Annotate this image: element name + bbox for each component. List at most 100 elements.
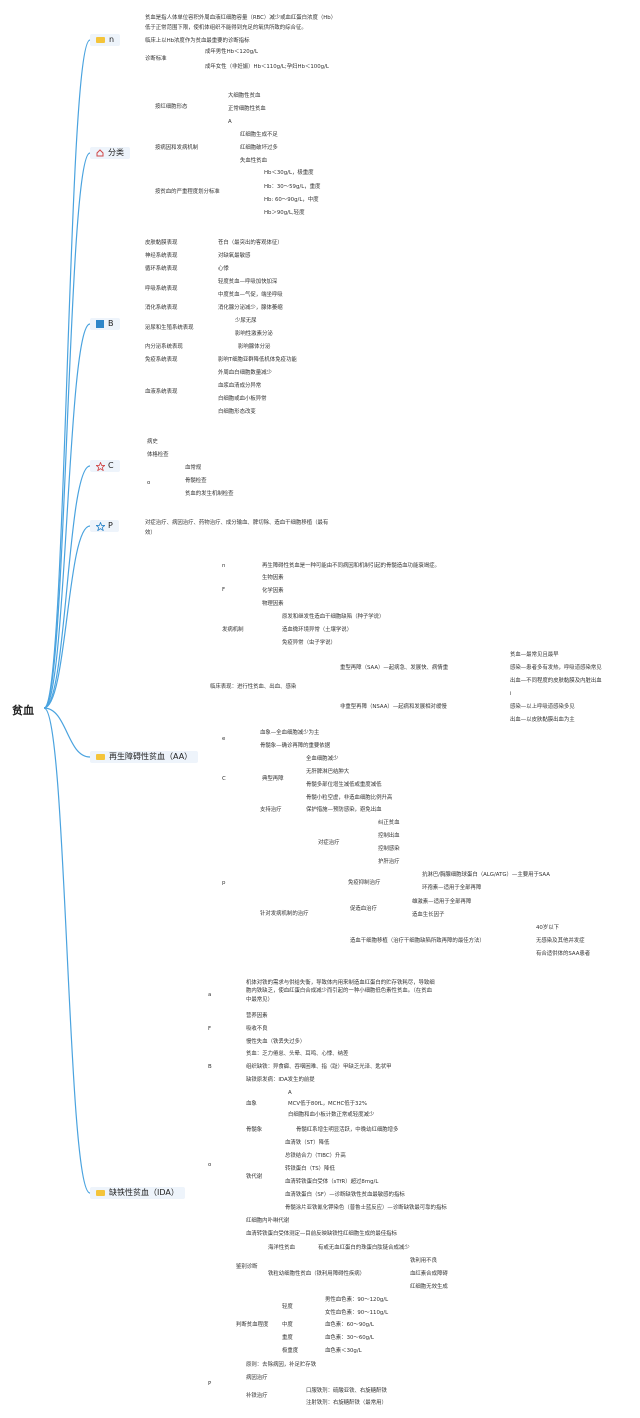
- aa-node[interactable]: 造血生长因子: [412, 912, 445, 918]
- diag-node[interactable]: 骨髓检查: [185, 478, 207, 484]
- aa-node[interactable]: 临床表现：进行性贫血、出血、感染: [210, 684, 297, 690]
- sym-node[interactable]: 消化系统表现: [145, 305, 178, 311]
- ida-node[interactable]: 血清转铁蛋白受体（sTfR）超过8mg/L: [285, 1179, 379, 1185]
- aa-node[interactable]: 无感染及其他并发症: [536, 938, 585, 944]
- diag-node[interactable]: 病史: [147, 439, 158, 445]
- aa-node[interactable]: 保护措施—预防感染，避免出血: [306, 807, 382, 813]
- sym-node[interactable]: 影响腺体分泌: [238, 344, 271, 350]
- aa-node[interactable]: 护肝治疗: [378, 859, 400, 865]
- def-node[interactable]: 贫血是指人体单位容积外周血液红细胞容量（RBC）减少或血红蛋白浓度（Hb）: [145, 15, 337, 21]
- aa-node[interactable]: 贫血—最常见且最早: [510, 652, 559, 658]
- root-node[interactable]: 贫血: [12, 704, 34, 717]
- ida-node[interactable]: 骨髓红系增生明显活跃，中晚幼红细胞增多: [296, 1127, 399, 1133]
- aa-node[interactable]: 针对发病机制的治疗: [260, 911, 309, 917]
- cls-node[interactable]: 正常细胞性贫血: [228, 106, 266, 112]
- aa-node[interactable]: e: [222, 736, 226, 742]
- aa-node[interactable]: 物理因素: [262, 601, 284, 607]
- aa-node[interactable]: 感染—患者多有发热，呼吸道感染常见: [510, 665, 602, 671]
- aa-node[interactable]: 抗淋巴/胸腺细胞球蛋白（ALG/ATG）—主要用于SAA: [422, 872, 550, 878]
- cls-node[interactable]: 按病因和发病机制: [155, 145, 199, 151]
- branch-classification[interactable]: 分类: [90, 147, 130, 159]
- aa-node[interactable]: 重型再障（SAA）—起病急、发展快、病情重: [340, 665, 449, 671]
- ida-node[interactable]: 机体对铁的需求与供给失衡，导致体内用来制造血红蛋白的贮存铁耗尽，导致细: [246, 980, 435, 986]
- def-node[interactable]: 成年女性（非妊娠）Hb＜110g/L;孕妇Hb＜100g/L: [205, 64, 329, 70]
- ida-node[interactable]: 铁代谢: [246, 1174, 263, 1180]
- aa-node[interactable]: 再生障碍性贫血是一种可能由不同病因和机制引起的骨髓造血功能衰竭症。: [262, 563, 440, 569]
- ida-node[interactable]: 血色素：30～60g/L: [325, 1335, 374, 1341]
- ida-node[interactable]: 慢性失血（铁丢失过多）: [246, 1039, 306, 1045]
- ida-node[interactable]: 铁利用不良: [410, 1258, 437, 1264]
- ida-node[interactable]: 铁粒幼细胞性贫血（铁利用障碍性疾病）: [268, 1271, 366, 1277]
- ida-node[interactable]: 注射铁剂：右旋糖酐铁（最常用）: [306, 1400, 387, 1406]
- ida-node[interactable]: 判断贫血程度: [236, 1322, 269, 1328]
- sym-node[interactable]: 白细胞或血小板异常: [218, 396, 267, 402]
- aa-node[interactable]: 生物因素: [262, 575, 284, 581]
- aa-node[interactable]: 骨髓小粒空虚，非造血细胞比例升高: [306, 795, 393, 801]
- cls-node[interactable]: 失血性贫血: [240, 158, 267, 164]
- sym-node[interactable]: 对缺氧最敏感: [218, 253, 251, 259]
- aa-node[interactable]: 出血—以皮肤黏膜出血为主: [510, 717, 575, 723]
- ida-node[interactable]: MCV低于80fL，MCHC低于32%: [288, 1101, 368, 1107]
- aa-node[interactable]: 发病机制: [222, 627, 244, 633]
- aa-node[interactable]: 促造血治疗: [350, 906, 377, 912]
- aa-node[interactable]: F: [222, 587, 226, 593]
- branch-diagnosis[interactable]: C: [90, 460, 120, 472]
- aa-node[interactable]: 控制感染: [378, 846, 400, 852]
- ida-node[interactable]: 重度: [282, 1335, 293, 1341]
- ida-node[interactable]: a: [208, 992, 212, 998]
- ida-node[interactable]: 补铁治疗: [246, 1393, 268, 1399]
- sym-node[interactable]: 循环系统表现: [145, 266, 178, 272]
- aa-node[interactable]: 免疫异常（虫子学说）: [282, 640, 336, 646]
- cls-node[interactable]: 大细胞性贫血: [228, 93, 261, 99]
- ida-node[interactable]: 营养因素: [246, 1013, 268, 1019]
- aa-node[interactable]: n: [222, 563, 226, 569]
- diag-node[interactable]: 体格检查: [147, 452, 169, 458]
- sym-node[interactable]: 外周血白细胞数量减少: [218, 370, 272, 376]
- aa-node[interactable]: 典型再障: [262, 776, 284, 782]
- ida-node[interactable]: 病因治疗: [246, 1375, 268, 1381]
- branch-symptoms[interactable]: B: [90, 318, 120, 330]
- sym-node[interactable]: 血液系统表现: [145, 389, 178, 395]
- ida-node[interactable]: 红细胞内卟啉代谢: [246, 1218, 290, 1224]
- cls-node[interactable]: Hb＜30g/L，极重度: [264, 170, 314, 176]
- ida-node[interactable]: 血红素合成障碍: [410, 1271, 448, 1277]
- diag-node[interactable]: o: [147, 480, 151, 486]
- aa-node[interactable]: 有合适供体的SAA患者: [536, 951, 591, 957]
- aa-node[interactable]: C: [222, 776, 226, 782]
- aa-node[interactable]: 原发和继发性造血干细胞缺陷（种子学说）: [282, 614, 385, 620]
- aa-node[interactable]: 血象—全血细胞减少为主: [260, 730, 320, 736]
- sym-node[interactable]: 泌尿和生殖系统表现: [145, 325, 194, 331]
- diag-node[interactable]: 贫血的发生机制检查: [185, 491, 234, 497]
- sym-node[interactable]: 皮肤黏膜表现: [145, 240, 178, 246]
- branch-iron-deficiency[interactable]: 缺铁性贫血（IDA）: [90, 1187, 185, 1199]
- aa-node[interactable]: 支持治疗: [260, 807, 282, 813]
- aa-node[interactable]: 雄激素—适用于全部再障: [412, 899, 472, 905]
- cls-node[interactable]: 红细胞生成不足: [240, 132, 278, 138]
- aa-node[interactable]: 骨髓多部位增生减低或重度减低: [306, 782, 382, 788]
- aa-node[interactable]: p: [222, 880, 226, 886]
- sym-node[interactable]: 白细胞形态改变: [218, 409, 256, 415]
- sym-node[interactable]: 消化腺分泌减少，腺体萎缩: [218, 305, 283, 311]
- aa-node[interactable]: 造血微环境异常（土壤学说）: [282, 627, 353, 633]
- ida-node[interactable]: 血清转铁蛋白受体测定—目前反映缺铁性红细胞生成的最佳指标: [246, 1231, 397, 1237]
- cls-node[interactable]: Hb＞90g/L,轻度: [264, 210, 305, 216]
- sym-node[interactable]: 少尿无尿: [235, 318, 257, 324]
- branch-treatment[interactable]: P: [90, 520, 119, 532]
- ida-node[interactable]: P: [208, 1381, 212, 1387]
- aa-node[interactable]: i: [510, 691, 512, 697]
- ida-node[interactable]: 骨髓象: [246, 1127, 263, 1133]
- branch-definition[interactable]: n: [90, 34, 121, 46]
- aa-node[interactable]: 骨髓象—确诊再障的重要依据: [260, 743, 331, 749]
- def-node[interactable]: 低于正常范围下限，使机体组织不能得到充足的氧供所致的综合征。: [145, 25, 307, 31]
- cls-node[interactable]: 红细胞破坏过多: [240, 145, 278, 151]
- cls-node[interactable]: Hb：30～59g/L，重度: [264, 184, 321, 190]
- ida-node[interactable]: 有或无血红蛋白的珠蛋白肽链合成减少: [318, 1245, 410, 1251]
- ida-node[interactable]: 骨髓涂片亚铁氰化钾染色（普鲁士蓝反应）—诊断缺铁最可靠的指标: [285, 1205, 447, 1211]
- sym-node[interactable]: 免疫系统表现: [145, 357, 178, 363]
- ida-node[interactable]: A: [288, 1090, 292, 1096]
- aa-node[interactable]: 造血干细胞移植（治疗干细胞缺陷所致再障的最佳方法）: [350, 938, 485, 944]
- sym-node[interactable]: 轻度贫血—呼吸加快加深: [218, 279, 278, 285]
- ida-node[interactable]: 胞内铁缺乏，使血红蛋白合成减少而引起的一种小细胞低色素性贫血。（在贫血: [246, 988, 432, 994]
- sym-node[interactable]: 中度贫血—气促，端坐呼吸: [218, 292, 283, 298]
- ida-node[interactable]: 白细胞和血小板计数正常或轻度减少: [288, 1112, 375, 1118]
